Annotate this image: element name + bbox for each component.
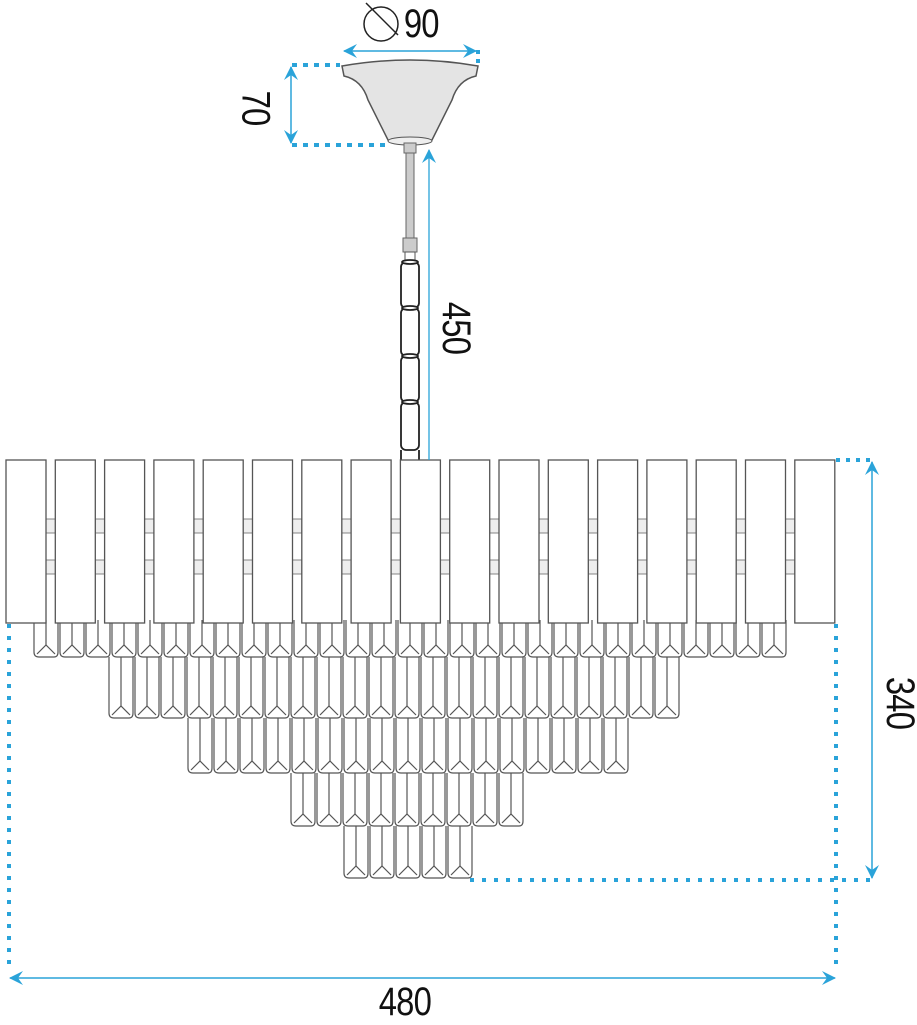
dimension-lines [7,44,879,985]
canopy [341,59,479,146]
canopy-diameter-value: 90 [403,2,440,46]
body-height-value: 340 [877,676,917,730]
crystal-tiers [33,620,787,879]
chain [400,259,420,505]
diameter-symbol-icon [363,2,399,42]
body-width-value: 480 [378,980,432,1024]
top-ring-panels [5,459,836,624]
suspension-rod [402,142,418,263]
canopy-height-value: 70 [233,90,278,126]
suspension-length-value: 450 [433,301,478,355]
